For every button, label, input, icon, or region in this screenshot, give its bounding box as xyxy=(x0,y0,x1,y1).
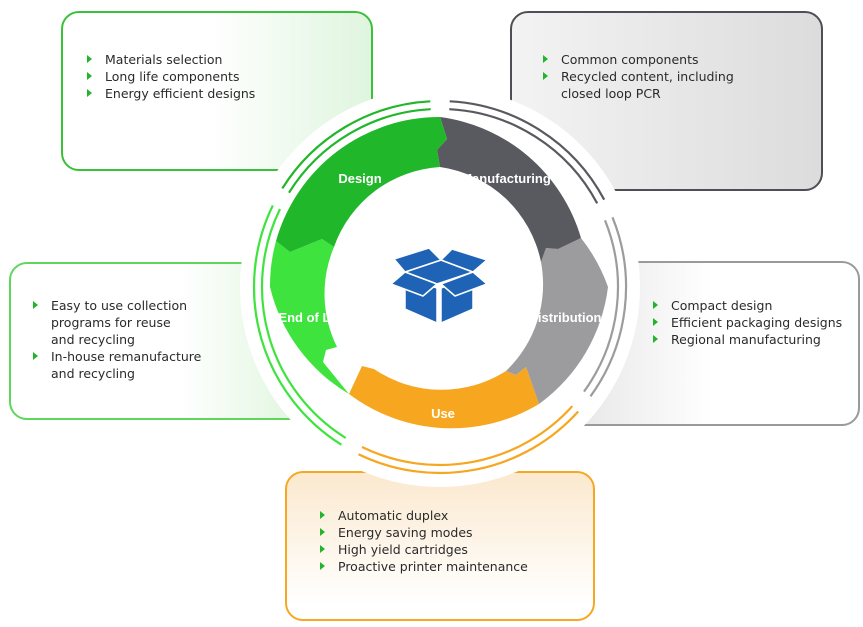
segment-label-design: Design xyxy=(338,171,381,186)
list-item: Automatic duplex xyxy=(318,507,528,524)
ring-arc-design xyxy=(281,100,431,189)
ring-arc-end-of-life xyxy=(252,205,342,446)
segment-design xyxy=(276,116,447,253)
triangle-bullet-icon xyxy=(543,72,548,80)
list-item: Regional manufacturing xyxy=(651,331,842,348)
ring-arc-distribution xyxy=(583,219,620,393)
list-item: Easy to use collection xyxy=(31,297,201,314)
outer-ring xyxy=(252,100,628,475)
open-box-icon xyxy=(390,247,488,324)
ring-arc-manufacturing xyxy=(449,108,599,204)
triangle-bullet-icon xyxy=(320,562,325,570)
triangle-bullet-icon xyxy=(320,545,325,553)
list-item: Compact design xyxy=(651,297,842,314)
list-item: Recycled content, including xyxy=(541,68,734,85)
list-item: Energy efficient designs xyxy=(85,85,255,102)
segment-label-use: Use xyxy=(431,406,455,421)
ring-arc-manufacturing xyxy=(449,100,606,201)
list-item: Efficient packaging designs xyxy=(651,314,842,331)
list-item: programs for reuse xyxy=(51,315,171,330)
segment-manufacturing xyxy=(437,117,581,262)
list-item: Long life components xyxy=(85,68,255,85)
segment-end-of-life xyxy=(269,239,349,394)
ring-arc-end-of-life xyxy=(260,208,347,439)
list-item: and recycling xyxy=(51,366,135,381)
ring-arc-use xyxy=(361,405,574,467)
list-item: closed loop PCR xyxy=(561,86,661,101)
triangle-bullet-icon xyxy=(543,55,548,63)
list-item: Energy saving modes xyxy=(318,524,528,541)
list-item: Proactive printer maintenance xyxy=(318,558,528,575)
use-list: Automatic duplex Energy saving modes Hig… xyxy=(318,507,528,575)
manufacturing-list: Common components Recycled content, incl… xyxy=(541,51,734,102)
list-item: High yield cartridges xyxy=(318,541,528,558)
segment-use xyxy=(349,366,539,429)
segment-label-end-of-life: End of Life xyxy=(278,310,345,325)
triangle-bullet-icon xyxy=(320,511,325,519)
list-item: Materials selection xyxy=(85,51,255,68)
design-list: Materials selection Long life components… xyxy=(85,51,255,102)
triangle-bullet-icon xyxy=(87,55,92,63)
segment-distribution xyxy=(506,238,608,404)
center-circle xyxy=(352,199,528,375)
triangle-bullet-icon xyxy=(87,89,92,97)
distribution-list: Compact design Efficient packaging desig… xyxy=(651,297,842,348)
triangle-bullet-icon xyxy=(653,335,658,343)
segment-label-manufacturing: Manufacturing xyxy=(461,171,551,186)
list-item: In-house remanufacture xyxy=(31,348,201,365)
triangle-bullet-icon xyxy=(33,301,38,309)
triangle-bullet-icon xyxy=(653,301,658,309)
ring-arc-distribution xyxy=(589,216,628,397)
ring-arc-design xyxy=(288,108,431,194)
design-card: Materials selection Long life components… xyxy=(61,11,373,171)
use-card: Automatic duplex Energy saving modes Hig… xyxy=(285,471,595,621)
ring-arc-use xyxy=(358,410,580,475)
list-item: and recycling xyxy=(51,332,135,347)
triangle-bullet-icon xyxy=(320,528,325,536)
triangle-bullet-icon xyxy=(87,72,92,80)
triangle-bullet-icon xyxy=(33,352,38,360)
triangle-bullet-icon xyxy=(653,318,658,326)
end-of-life-list: Easy to use collection programs for reus… xyxy=(31,297,201,382)
segment-label-distribution: Distribution xyxy=(529,310,602,325)
list-item: Common components xyxy=(541,51,734,68)
